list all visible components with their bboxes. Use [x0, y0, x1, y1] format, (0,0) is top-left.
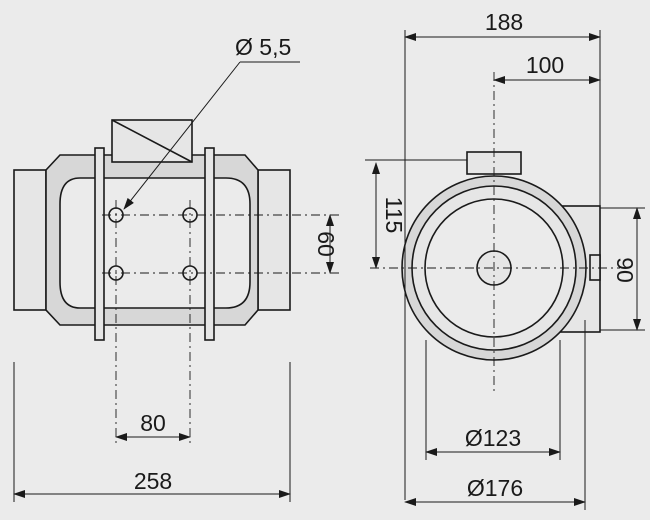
dim-100-label: 100 [526, 52, 564, 78]
dim-176-label: Ø176 [467, 475, 523, 501]
left-spigot [13, 169, 47, 311]
flange-left [94, 147, 105, 341]
hole-diameter-label: Ø 5,5 [235, 34, 291, 60]
side-view [13, 61, 340, 502]
flange-right [204, 147, 215, 341]
dim-60-label: 60 [313, 231, 339, 257]
dim-188-label: 188 [485, 9, 523, 35]
dim-123-label: Ø123 [465, 425, 521, 451]
motor-outline [59, 177, 251, 309]
dim-115-label: 115 [381, 197, 407, 234]
dim-258-label: 258 [134, 468, 172, 494]
right-spigot [257, 169, 291, 311]
front-view [365, 30, 645, 510]
dim-80-label: 80 [140, 410, 166, 436]
dim-90-label: 90 [612, 257, 638, 283]
